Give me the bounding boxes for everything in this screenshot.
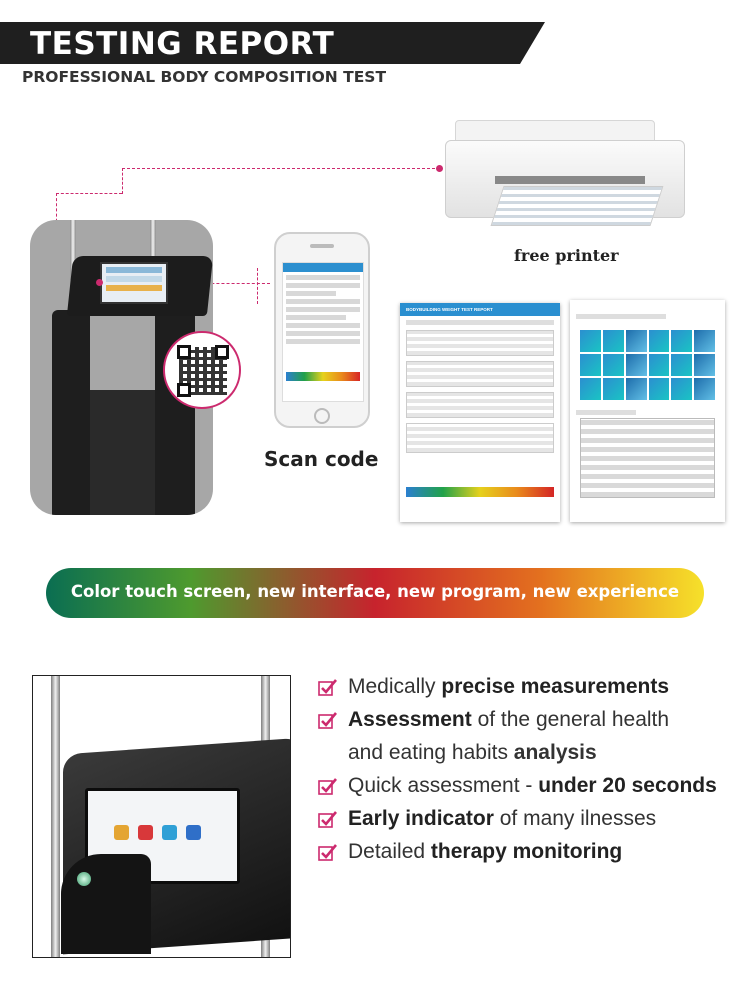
report-sheet-title: BODYBUILDING WEIGHT TEST REPORT bbox=[400, 303, 560, 316]
device-pole bbox=[150, 220, 156, 280]
connector-dot bbox=[436, 165, 443, 172]
connector-dot bbox=[96, 279, 103, 286]
feature-list: Medically precise measurements Assessmen… bbox=[318, 670, 738, 868]
connector-line bbox=[56, 193, 122, 194]
feature-banner: Color touch screen, new interface, new p… bbox=[46, 568, 704, 618]
check-icon bbox=[318, 844, 337, 861]
phone-screen bbox=[282, 262, 364, 402]
report-color-scale bbox=[406, 487, 554, 497]
report-sheet: BODYBUILDING WEIGHT TEST REPORT bbox=[400, 303, 560, 522]
header-band bbox=[0, 22, 545, 64]
free-printer-label: free printer bbox=[514, 246, 619, 265]
device-screen bbox=[100, 262, 168, 304]
feature-item: Assessment of the general health bbox=[318, 703, 738, 736]
feature-item-continued: and eating habits analysis bbox=[348, 741, 597, 764]
device-arm bbox=[61, 854, 151, 954]
connector-line bbox=[257, 268, 258, 304]
printer-icon bbox=[445, 120, 685, 228]
connector-line bbox=[122, 168, 440, 169]
device-pole bbox=[70, 220, 76, 280]
device-arm-left bbox=[52, 310, 90, 515]
phone-home-button bbox=[314, 408, 330, 424]
scan-code-label: Scan code bbox=[264, 447, 379, 471]
feature-item: Early indicator of many ilnesses bbox=[318, 802, 738, 835]
device-pole bbox=[51, 676, 60, 957]
device-closeup-photo bbox=[32, 675, 291, 958]
banner-text: Color touch screen, new interface, new p… bbox=[70, 582, 680, 601]
feature-item: Detailed therapy monitoring bbox=[318, 835, 738, 868]
connector-line bbox=[122, 168, 123, 194]
phone-icon bbox=[274, 232, 370, 428]
check-icon bbox=[318, 712, 337, 729]
page-subtitle: PROFESSIONAL BODY COMPOSITION TEST bbox=[22, 68, 387, 86]
device-knob bbox=[77, 872, 91, 886]
check-icon bbox=[318, 778, 337, 795]
check-icon bbox=[318, 679, 337, 696]
page-title: TESTING REPORT bbox=[30, 26, 335, 62]
qr-code-icon bbox=[163, 331, 241, 409]
feature-item: Quick assessment - under 20 seconds bbox=[318, 769, 738, 802]
feature-item: Medically precise measurements bbox=[318, 670, 738, 703]
food-reference-table bbox=[580, 418, 715, 498]
report-sheet-exercise bbox=[570, 300, 725, 522]
exercise-tiles bbox=[580, 330, 715, 400]
check-icon bbox=[318, 811, 337, 828]
